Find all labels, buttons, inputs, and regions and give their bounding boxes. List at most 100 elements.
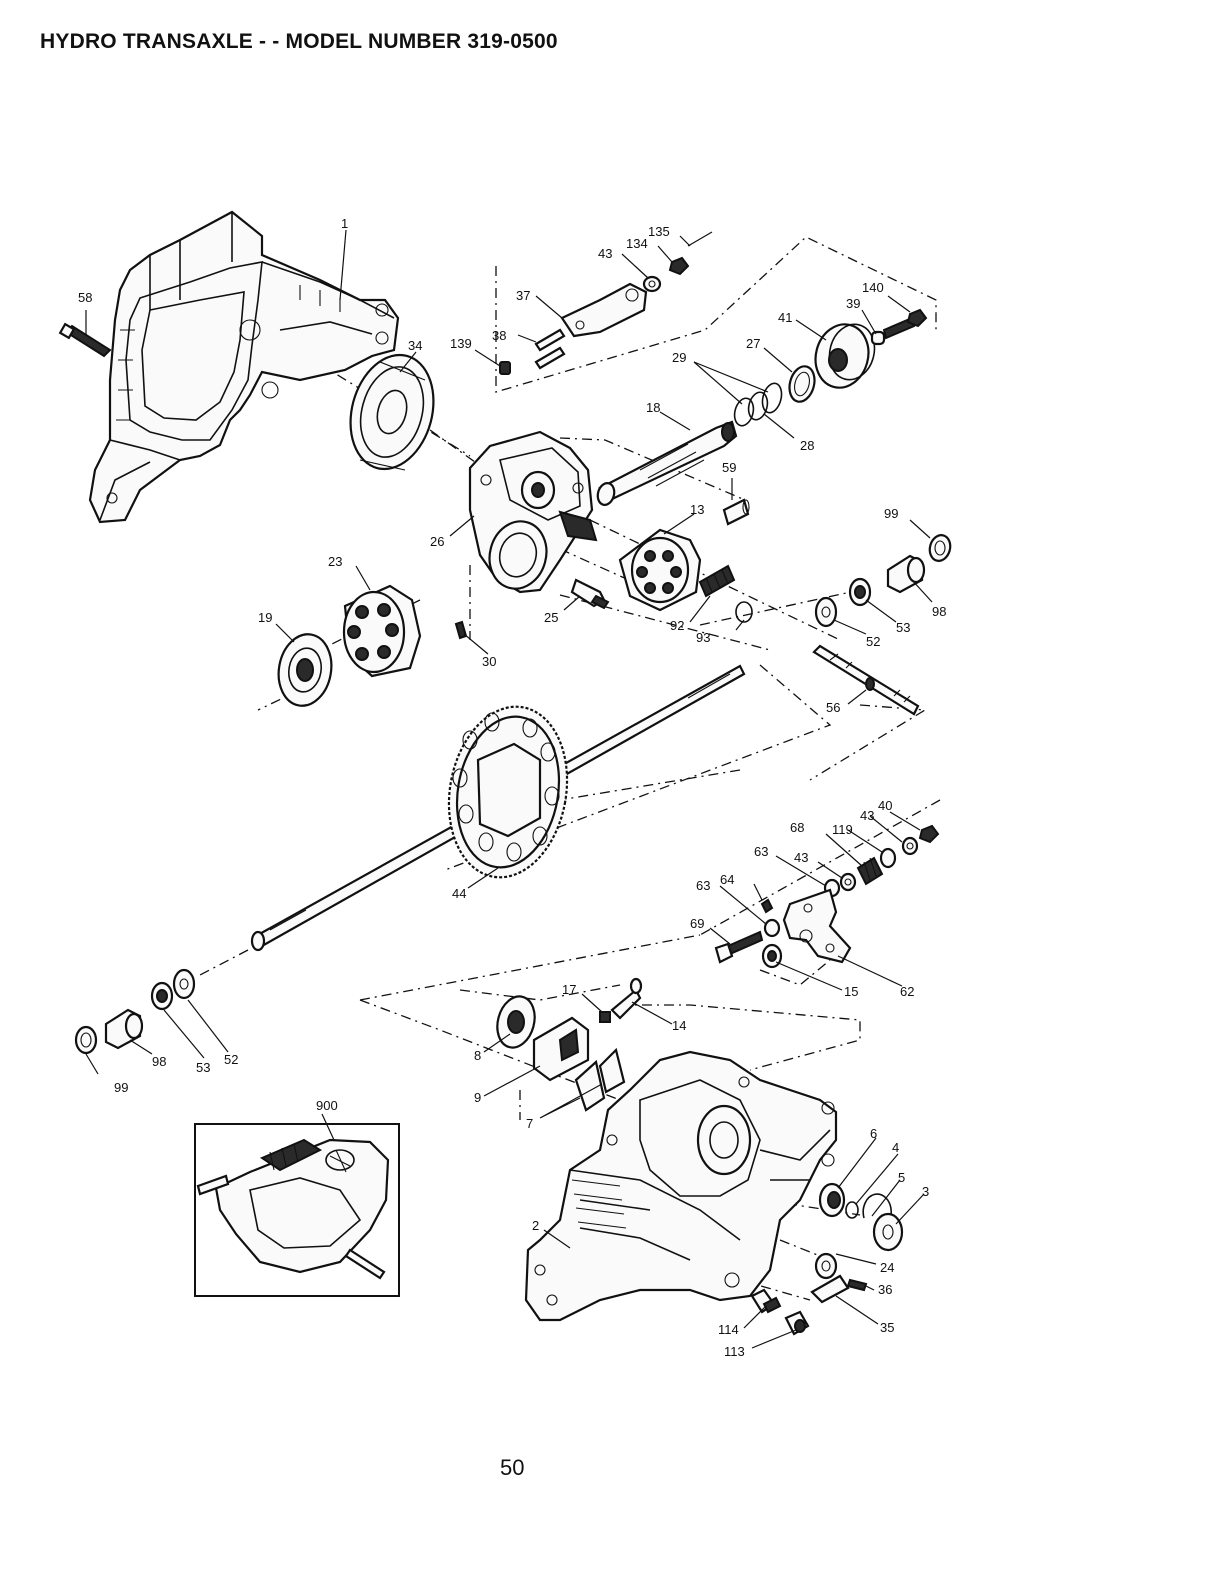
callout-label: 27 — [746, 336, 760, 351]
seal-part-99-left — [74, 1025, 98, 1055]
callout-label: 37 — [516, 288, 530, 303]
callout-label: 29 — [672, 350, 686, 365]
input-shaft-part-18 — [596, 420, 738, 506]
brake-pad-part-9 — [532, 1016, 590, 1082]
callout-leader-lines — [85, 229, 933, 1349]
callout-label: 98 — [932, 604, 946, 619]
ring-gear-part-44 — [447, 705, 569, 879]
callout-label: 99 — [884, 506, 898, 521]
callout-label: 64 — [720, 872, 734, 887]
washer-part-52-left — [172, 968, 196, 1000]
nut-part-134 — [668, 256, 690, 276]
brake-puck-part-15 — [761, 943, 783, 969]
callout-label: 53 — [196, 1060, 210, 1075]
bushing-part-98-right — [886, 554, 926, 594]
pump-cylinder-block-part-13 — [618, 528, 702, 612]
callout-label: 17 — [562, 982, 576, 997]
callout-label: 6 — [870, 1126, 877, 1141]
pin-part-30 — [454, 620, 468, 640]
callout-label: 68 — [790, 820, 804, 835]
fitting-part-114 — [750, 1288, 782, 1314]
callout-label: 2 — [532, 1218, 539, 1233]
callout-label: 19 — [258, 610, 272, 625]
motor-cylinder-block-part-23 — [342, 584, 422, 678]
bearing-ring-part-34 — [349, 353, 435, 471]
spring-part-68 — [856, 856, 884, 886]
callout-label: 44 — [452, 886, 466, 901]
screw-part-36 — [846, 1278, 868, 1292]
callout-label: 7 — [526, 1116, 533, 1131]
rings-part-29 — [733, 382, 783, 427]
callout-label: 14 — [672, 1018, 686, 1033]
callout-label: 99 — [114, 1080, 128, 1095]
callout-label: 113 — [724, 1344, 745, 1359]
callout-label: 134 — [626, 236, 648, 251]
callout-label: 3 — [922, 1184, 929, 1199]
washer-part-52-right — [814, 596, 838, 628]
callout-label: 900 — [316, 1098, 338, 1113]
ring-part-4 — [845, 1201, 859, 1219]
callout-label: 39 — [846, 296, 860, 311]
complete-assembly-inset-part-900 — [194, 1123, 400, 1297]
callout-label: 63 — [696, 878, 710, 893]
callout-label: 30 — [482, 654, 496, 669]
nut-part-140 — [906, 308, 928, 328]
callout-label: 41 — [778, 310, 792, 325]
end-cap-part-41 — [814, 323, 876, 389]
ring-part-28 — [747, 391, 769, 421]
pin-part-64 — [760, 898, 774, 914]
callout-label: 13 — [690, 502, 704, 517]
callout-label: 24 — [880, 1260, 894, 1275]
shift-forks-part-7 — [574, 1047, 626, 1112]
callout-label: 15 — [844, 984, 858, 999]
callout-label: 93 — [696, 630, 710, 645]
plug-part-113 — [784, 1310, 810, 1336]
bracket-part-37 — [560, 282, 648, 338]
callout-label: 119 — [832, 822, 853, 837]
clip-part-35 — [810, 1274, 850, 1304]
callout-label: 139 — [450, 336, 472, 351]
pins-part-38 — [534, 328, 566, 370]
callout-label: 52 — [224, 1052, 238, 1067]
callout-label: 52 — [866, 634, 880, 649]
bolt-part-58 — [58, 322, 112, 358]
callout-labels: 1 58 34 139 38 37 43 134 135 140 39 41 2… — [78, 216, 946, 1359]
valve-part-25 — [570, 578, 610, 610]
callout-label: 135 — [648, 224, 670, 239]
callout-label: 25 — [544, 610, 558, 625]
callout-label: 28 — [800, 438, 814, 453]
callout-label: 8 — [474, 1048, 481, 1063]
left-housing-part-1 — [88, 210, 400, 524]
callout-label: 35 — [880, 1320, 894, 1335]
shaft-part-14 — [610, 977, 643, 1020]
spring-part-92 — [698, 564, 736, 598]
bolt-part-39 — [870, 316, 916, 346]
callout-label: 43 — [598, 246, 612, 261]
seal-part-99-right — [928, 534, 952, 562]
thrust-bearing-part-19 — [277, 633, 333, 707]
callout-label: 98 — [152, 1054, 166, 1069]
right-housing-part-2 — [524, 1050, 838, 1322]
page-title: HYDRO TRANSAXLE - - MODEL NUMBER 319-050… — [40, 30, 558, 53]
callout-label: 5 — [898, 1170, 905, 1185]
nut-part-40 — [918, 824, 940, 844]
spacer-part-119 — [879, 847, 897, 869]
callout-label: 38 — [492, 328, 506, 343]
ring-part-93 — [735, 601, 753, 623]
callout-label: 43 — [860, 808, 874, 823]
callout-label: 140 — [862, 280, 884, 295]
callout-label: 23 — [328, 554, 342, 569]
callout-label: 53 — [896, 620, 910, 635]
callout-label: 114 — [718, 1322, 739, 1337]
callout-label: 92 — [670, 618, 684, 633]
callout-label: 34 — [408, 338, 422, 353]
callout-label: 4 — [892, 1140, 899, 1155]
bolt-part-69 — [714, 930, 764, 964]
callout-label: 62 — [900, 984, 914, 999]
washer-part-43-top — [642, 275, 662, 293]
bushing-part-98-left — [104, 1008, 144, 1050]
pin-part-59 — [722, 498, 750, 526]
callout-label: 58 — [78, 290, 92, 305]
output-shaft-part-56 — [812, 644, 920, 716]
page-number: 50 — [500, 1455, 525, 1480]
